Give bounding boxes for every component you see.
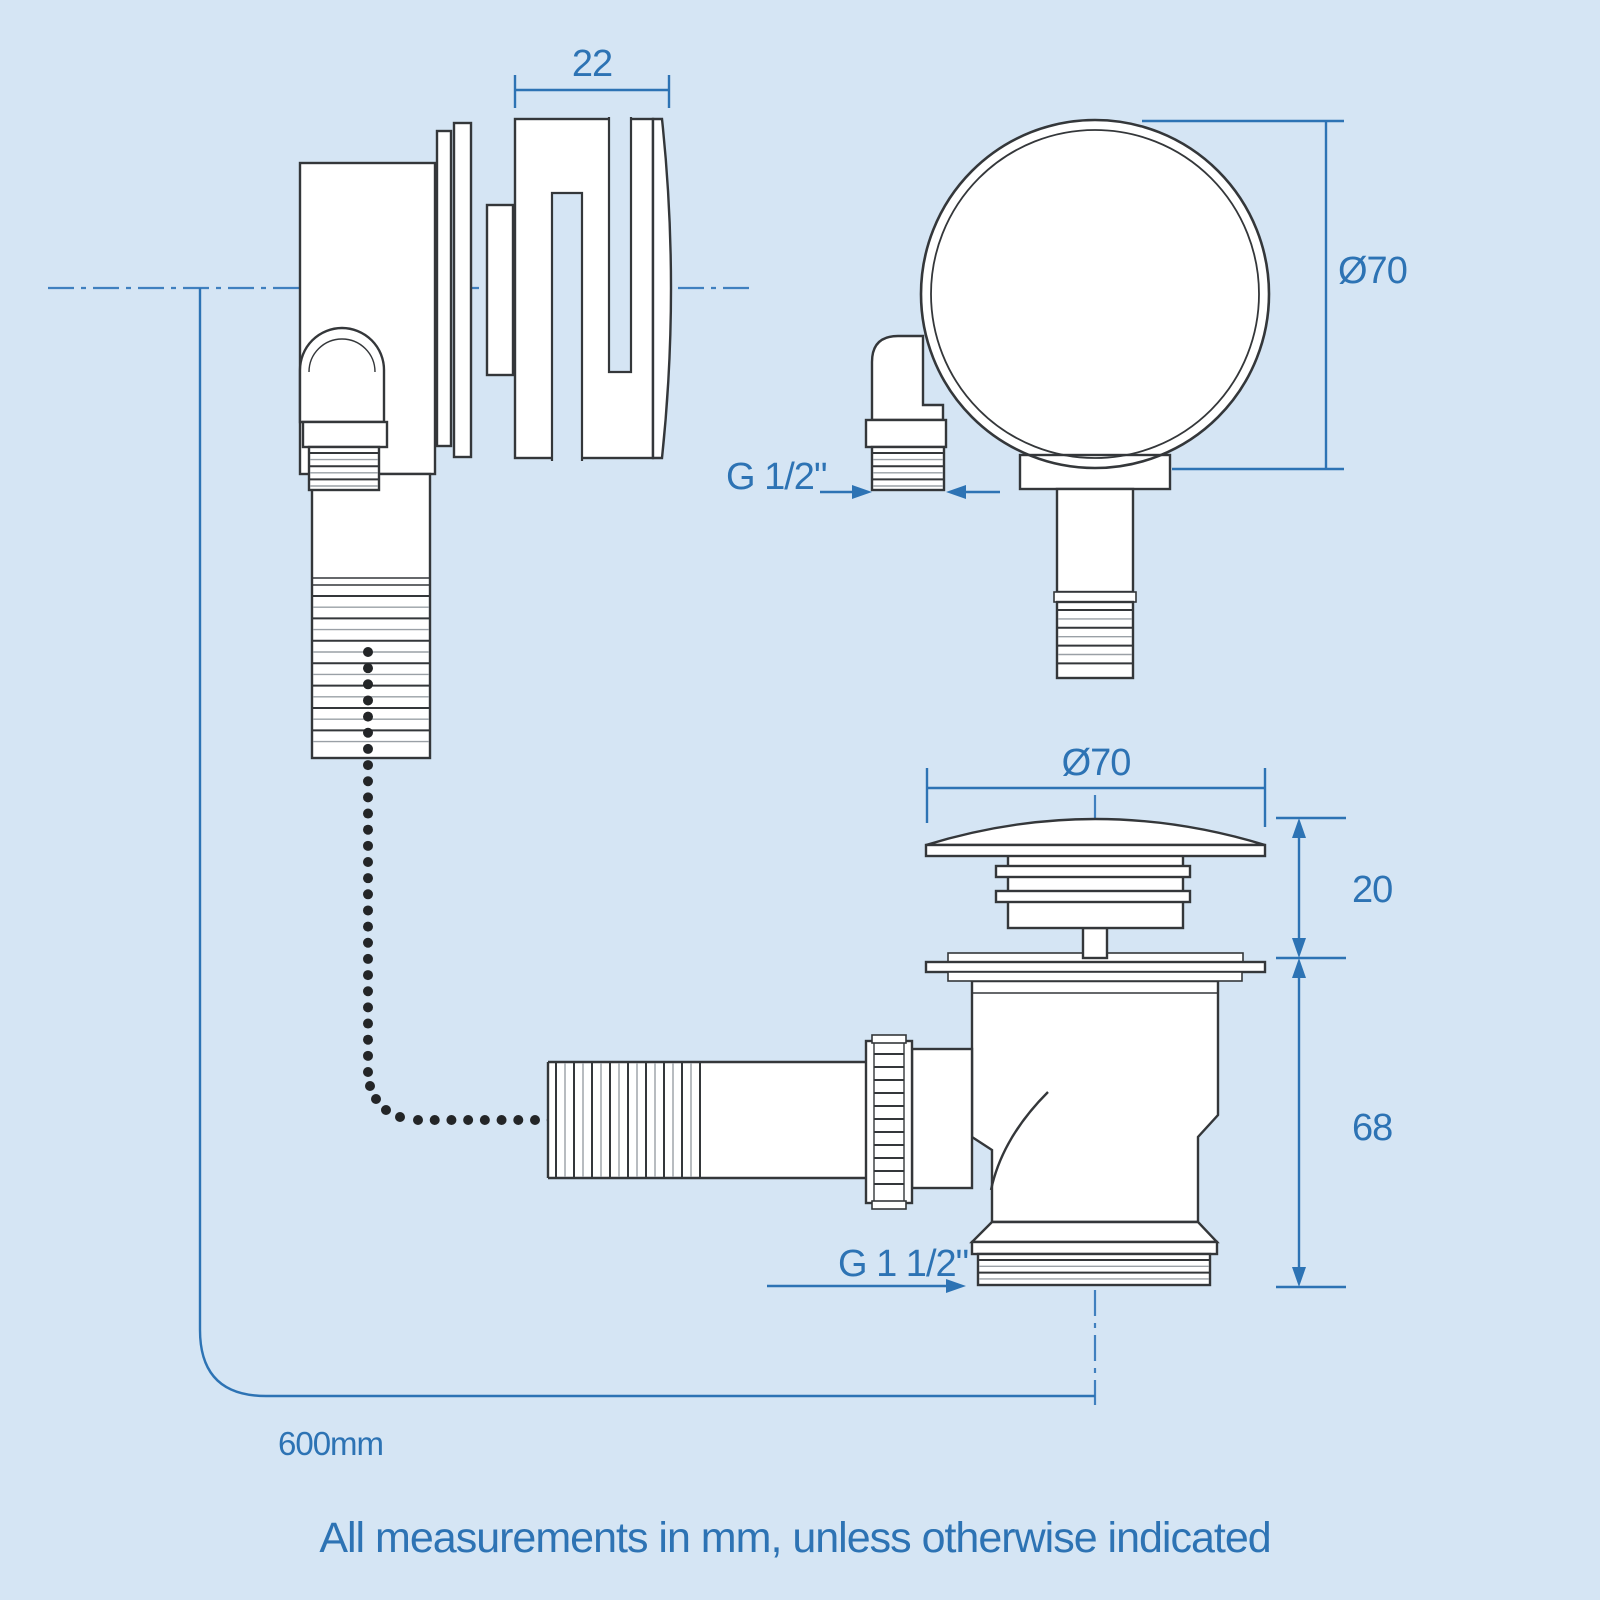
dim-68: 68 bbox=[1276, 958, 1393, 1289]
elbow-handle bbox=[298, 326, 386, 424]
front-elbow-threads bbox=[870, 445, 946, 492]
faceplate-washer-1 bbox=[435, 129, 453, 448]
waste-flange-wide bbox=[924, 960, 1267, 974]
waste-flange-lower bbox=[947, 971, 1243, 982]
faceplate-flange bbox=[513, 117, 655, 460]
cap-dome bbox=[925, 817, 1266, 847]
overflow-length-leader bbox=[198, 288, 1095, 1398]
waste-body bbox=[970, 979, 1220, 1224]
cap-rib-2 bbox=[994, 889, 1192, 904]
front-elbow-collar bbox=[864, 418, 948, 449]
flange-slot-bottom bbox=[550, 191, 584, 461]
cap-stem bbox=[1081, 926, 1109, 960]
waste-view: Ø70 20 68 G 1 1/2" bbox=[546, 742, 1393, 1293]
compression-collar bbox=[910, 1047, 974, 1190]
cap-rib-1 bbox=[994, 864, 1192, 879]
dim-waste-dia70-label: Ø70 bbox=[1062, 742, 1131, 784]
overflow-face-fill bbox=[921, 120, 1269, 468]
overflow-tube bbox=[310, 472, 432, 760]
waste-threads bbox=[976, 1252, 1212, 1287]
overflow-face-outer bbox=[919, 118, 1271, 470]
faceplate-cap bbox=[651, 117, 673, 460]
overflow-face-inner bbox=[930, 129, 1260, 459]
faceplate-washer-2 bbox=[452, 121, 473, 459]
dim-20: 20 bbox=[1276, 816, 1393, 960]
side-view-overflow: 22 bbox=[298, 43, 673, 760]
flange-slot-top bbox=[607, 117, 633, 374]
elbow-thread-boss bbox=[307, 445, 381, 492]
faceplate-gasket bbox=[485, 203, 515, 377]
front-elbow bbox=[870, 334, 945, 422]
dim-22: 22 bbox=[513, 43, 671, 108]
dim-22-label: 22 bbox=[572, 43, 612, 85]
waste-flare bbox=[969, 1220, 1220, 1244]
front-outlet-pipe-threads bbox=[1055, 600, 1135, 680]
overflow-length-label: 600mm bbox=[278, 1425, 383, 1462]
dim-front-dia70: Ø70 bbox=[1142, 119, 1408, 471]
footer-note: All measurements in mm, unless otherwise… bbox=[319, 1514, 1270, 1562]
g-one-half-label: G 1 1/2" bbox=[838, 1243, 968, 1285]
front-outlet-pipe bbox=[1055, 487, 1135, 594]
cap-plate bbox=[924, 843, 1267, 858]
nut-knurl bbox=[874, 1053, 904, 1185]
elbow-collar bbox=[301, 420, 389, 449]
front-view-overflow: Ø70 G 1/2" bbox=[726, 118, 1408, 680]
dim-20-label: 20 bbox=[1352, 869, 1392, 911]
g-half-label: G 1/2" bbox=[726, 456, 826, 498]
plug-chain bbox=[363, 647, 657, 1125]
dim-front-dia70-label: Ø70 bbox=[1338, 250, 1407, 292]
waste-collar bbox=[970, 1240, 1219, 1256]
inlet-pipe-threads bbox=[555, 1063, 701, 1177]
dim-68-label: 68 bbox=[1352, 1107, 1392, 1149]
dim-g-one-half: G 1 1/2" bbox=[767, 1243, 969, 1293]
elbow-curve bbox=[989, 1091, 1049, 1191]
dim-g-half: G 1/2" bbox=[726, 456, 1000, 499]
dim-waste-dia70: Ø70 bbox=[925, 742, 1267, 827]
knurled-nut bbox=[864, 1039, 914, 1205]
